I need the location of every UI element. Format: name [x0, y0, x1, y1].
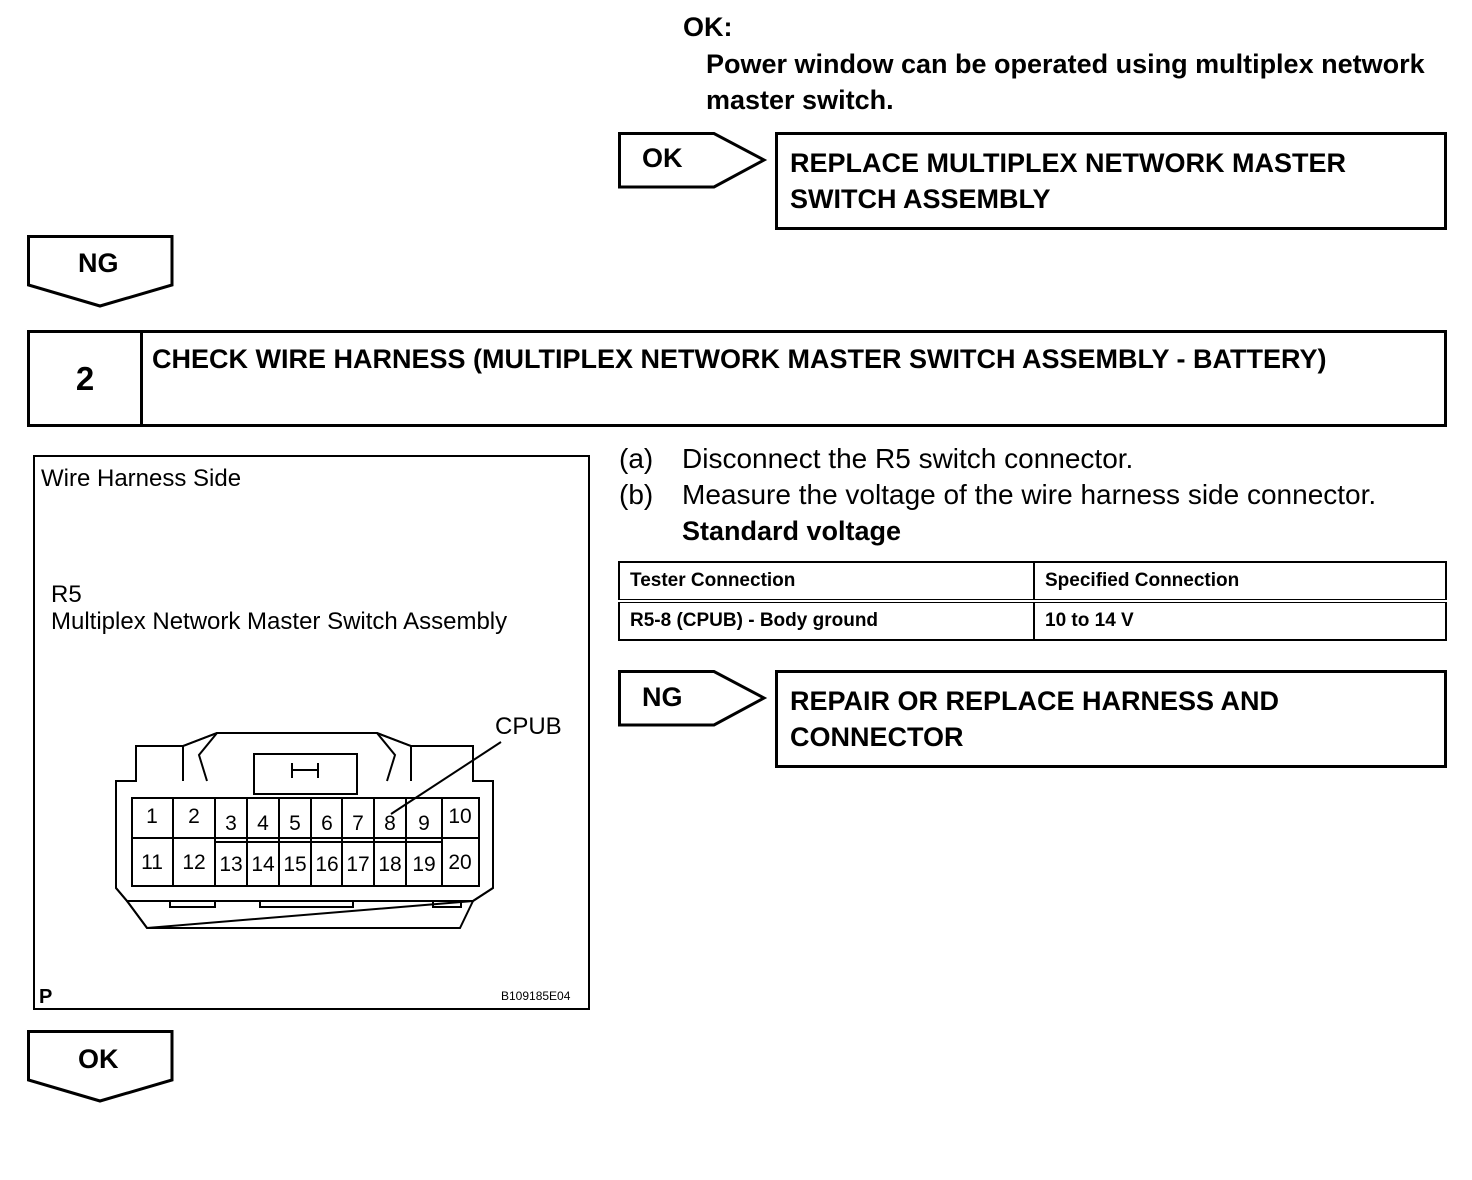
pin-label: 8	[384, 812, 396, 835]
figure-code: B109185E04	[501, 989, 571, 1003]
pin-label: 2	[188, 805, 200, 828]
spec-header-tester: Tester Connection	[618, 561, 1035, 603]
pin-label: 20	[448, 851, 471, 874]
pin-label: 6	[321, 812, 333, 835]
pin-label: 13	[219, 853, 242, 876]
ng-result-box: REPAIR OR REPLACE HARNESS AND CONNECTOR	[775, 670, 1447, 768]
ok-condition-title: OK:	[683, 12, 733, 42]
pin-label: 1	[146, 805, 158, 828]
ng-down-arrow[interactable]	[27, 235, 174, 309]
ng-down-label: NG	[78, 248, 119, 278]
spec-cell-value: 10 to 14 V	[1033, 600, 1447, 641]
pin-label: 7	[352, 812, 364, 835]
cpub-callout: CPUB	[495, 713, 562, 740]
figure-heading: Wire Harness Side	[41, 465, 242, 492]
connector-id: R5	[51, 581, 82, 608]
pin-label: 3	[225, 812, 237, 835]
step-header: 2 CHECK WIRE HARNESS (MULTIPLEX NETWORK …	[27, 330, 1447, 427]
instruction-a-marker: (a)	[619, 443, 654, 474]
ng-result-text: REPAIR OR REPLACE HARNESS AND CONNECTOR	[790, 686, 1280, 752]
step-number: 2	[30, 333, 143, 424]
connector-figure: Wire Harness Side R5 Multiplex Network M…	[33, 455, 590, 1010]
corner-label: P	[39, 986, 53, 1008]
ok-down-arrow[interactable]	[27, 1030, 174, 1104]
instruction-a-text: Disconnect the R5 switch connector.	[682, 443, 1134, 474]
spec-table: Tester Connection Specified Connection R…	[618, 561, 1447, 641]
pin-label: 17	[346, 853, 369, 876]
ok-result-box: REPLACE MULTIPLEX NETWORK MASTER SWITCH …	[775, 132, 1447, 230]
pin-label: 14	[251, 853, 275, 876]
connector-name: Multiplex Network Master Switch Assembly	[51, 608, 508, 635]
pin-label: 18	[378, 853, 401, 876]
pin-label: 4	[257, 812, 269, 835]
ok-right-label: OK	[642, 143, 683, 173]
spec-header-specified: Specified Connection	[1033, 561, 1447, 603]
step-title: CHECK WIRE HARNESS (MULTIPLEX NETWORK MA…	[152, 344, 1327, 374]
pin-label: 10	[448, 805, 471, 828]
standard-voltage-label: Standard voltage	[682, 516, 902, 546]
pin-label: 12	[182, 851, 205, 874]
ok-result-text: REPLACE MULTIPLEX NETWORK MASTER SWITCH …	[790, 148, 1346, 214]
spec-table-header-row: Tester Connection Specified Connection	[618, 561, 1447, 603]
ok-down-label: OK	[78, 1044, 119, 1074]
pin-label: 5	[289, 812, 301, 835]
pin-label: 16	[315, 853, 338, 876]
ok-right-arrow[interactable]	[618, 132, 768, 190]
ng-right-label: NG	[642, 682, 683, 712]
pin-label: 9	[418, 812, 430, 835]
spec-cell-connection: R5-8 (CPUB) - Body ground	[618, 600, 1035, 641]
table-row: R5-8 (CPUB) - Body ground 10 to 14 V	[618, 600, 1447, 641]
ng-right-arrow[interactable]	[618, 670, 768, 728]
instruction-b-text: Measure the voltage of the wire harness …	[682, 479, 1377, 510]
pin-label: 11	[141, 851, 163, 874]
pin-label: 15	[283, 853, 306, 876]
pin-label: 19	[412, 853, 435, 876]
instruction-b-marker: (b)	[619, 479, 654, 510]
ok-condition-text: Power window can be operated using multi…	[706, 49, 1425, 115]
